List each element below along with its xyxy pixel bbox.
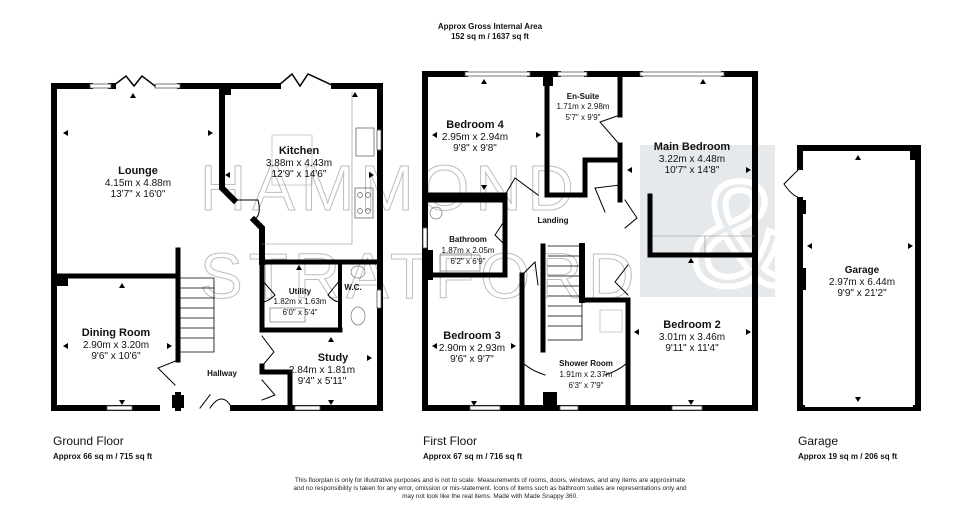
svg-text:2.84m x 1.81m: 2.84m x 1.81m <box>289 365 355 376</box>
svg-text:9'9" x 21'2": 9'9" x 21'2" <box>837 288 887 299</box>
garage-area: Approx 19 sq m / 206 sq ft <box>798 452 898 461</box>
room-lounge: Lounge 4.15m x 4.88m 13'7" x 16'0" <box>105 165 171 200</box>
svg-text:Study: Study <box>318 352 349 364</box>
first-floor-label: First Floor <box>423 434 477 448</box>
room-main-bedroom: Main Bedroom 3.22m x 4.48m 10'7" x 14'8" <box>654 141 731 176</box>
gia-total: 152 sq m / 1637 sq ft <box>451 32 529 41</box>
svg-text:9'11" x 11'4": 9'11" x 11'4" <box>665 343 719 354</box>
svg-text:9'6" x 10'6": 9'6" x 10'6" <box>91 351 141 362</box>
svg-text:9'4" x 5'11": 9'4" x 5'11" <box>298 376 347 387</box>
room-landing: Landing <box>537 216 568 225</box>
svg-text:3.88m x 4.43m: 3.88m x 4.43m <box>266 158 332 169</box>
svg-text:6'3" x 7'9": 6'3" x 7'9" <box>569 381 604 390</box>
disclaimer-line-2: and no responsibility is taken for any e… <box>293 485 687 492</box>
room-en-suite: En-Suite 1.71m x 2.98m 5'7" x 9'9" <box>557 92 610 122</box>
svg-text:1.71m x 2.98m: 1.71m x 2.98m <box>557 102 610 111</box>
first-floor-plan <box>422 71 758 411</box>
room-dining-room: Dining Room 2.90m x 3.20m 9'6" x 10'6" <box>82 327 151 362</box>
disclaimer-line-3: may not look like the real items. Made w… <box>402 493 578 500</box>
room-garage: Garage 2.97m x 6.44m 9'9" x 21'2" <box>829 265 895 299</box>
svg-text:Bedroom 4: Bedroom 4 <box>446 119 504 131</box>
watermark-ampersand: & <box>690 149 790 317</box>
svg-text:6'0" x 5'4": 6'0" x 5'4" <box>283 308 318 317</box>
svg-text:3.22m x 4.48m: 3.22m x 4.48m <box>659 154 725 165</box>
dimension-arrows <box>63 79 913 406</box>
svg-text:Bedroom 2: Bedroom 2 <box>663 319 720 331</box>
svg-text:Garage: Garage <box>845 265 880 276</box>
room-wc: W.C. <box>344 283 361 292</box>
ground-stairs <box>180 277 215 353</box>
ground-floor-label: Ground Floor <box>53 434 124 448</box>
svg-text:6'2" x 6'9": 6'2" x 6'9" <box>451 257 486 266</box>
svg-text:3.01m x 3.46m: 3.01m x 3.46m <box>659 332 725 343</box>
svg-text:1.91m x 2.37m: 1.91m x 2.37m <box>560 370 613 379</box>
svg-text:En-Suite: En-Suite <box>567 92 600 101</box>
ground-floor-area: Approx 66 sq m / 715 sq ft <box>53 452 153 461</box>
svg-text:Hallway: Hallway <box>207 369 237 378</box>
svg-text:Dining Room: Dining Room <box>82 327 151 339</box>
svg-text:Shower Room: Shower Room <box>559 359 613 368</box>
room-labels: Lounge 4.15m x 4.88m 13'7" x 16'0" Kitch… <box>82 92 895 390</box>
svg-text:Main Bedroom: Main Bedroom <box>654 141 731 153</box>
svg-text:Bathroom: Bathroom <box>449 235 487 244</box>
room-kitchen: Kitchen 3.88m x 4.43m 12'9" x 14'6" <box>266 145 332 180</box>
svg-text:4.15m x 4.88m: 4.15m x 4.88m <box>105 178 171 189</box>
room-shower-room: Shower Room 1.91m x 2.37m 6'3" x 7'9" <box>559 359 613 390</box>
svg-text:2.97m x 6.44m: 2.97m x 6.44m <box>829 277 895 288</box>
room-bedroom-2: Bedroom 2 3.01m x 3.46m 9'11" x 11'4" <box>659 319 725 354</box>
room-bathroom: Bathroom 1.87m x 2.05m 6'2" x 6'9" <box>442 235 495 266</box>
room-utility: Utility 1.82m x 1.63m 6'0" x 5'4" <box>274 287 327 317</box>
gross-internal-area: Approx Gross Internal Area 152 sq m / 16… <box>0 22 980 42</box>
disclaimer-line-1: This floorplan is only for illustrative … <box>294 477 686 484</box>
room-hallway: Hallway <box>207 369 237 378</box>
svg-text:13'7" x 16'0": 13'7" x 16'0" <box>111 189 166 200</box>
gia-title: Approx Gross Internal Area <box>437 22 543 31</box>
room-bedroom-4: Bedroom 4 2.95m x 2.94m 9'8" x 9'8" <box>442 119 508 154</box>
svg-text:2.90m x 2.93m: 2.90m x 2.93m <box>439 343 505 354</box>
watermark: HAMMOND STRATFORD & <box>200 145 793 320</box>
svg-text:9'8" x 9'8": 9'8" x 9'8" <box>453 143 497 154</box>
room-study: Study 2.84m x 1.81m 9'4" x 5'11" <box>289 352 355 387</box>
svg-text:5'7" x 9'9": 5'7" x 9'9" <box>566 113 601 122</box>
svg-text:Landing: Landing <box>537 216 568 225</box>
svg-text:W.C.: W.C. <box>344 283 361 292</box>
svg-text:Utility: Utility <box>289 287 312 296</box>
room-bedroom-3: Bedroom 3 2.90m x 2.93m 9'6" x 9'7" <box>439 330 505 365</box>
svg-text:Kitchen: Kitchen <box>279 145 320 157</box>
svg-text:2.90m x 3.20m: 2.90m x 3.20m <box>83 340 149 351</box>
ground-floor-plan <box>51 72 383 411</box>
svg-text:Lounge: Lounge <box>118 165 158 177</box>
disclaimer: This floorplan is only for illustrative … <box>250 477 730 501</box>
svg-text:9'6" x 9'7": 9'6" x 9'7" <box>450 354 494 365</box>
first-floor-area: Approx 67 sq m / 716 sq ft <box>423 452 523 461</box>
svg-text:1.87m x 2.05m: 1.87m x 2.05m <box>442 246 495 255</box>
svg-text:2.95m x 2.94m: 2.95m x 2.94m <box>442 132 508 143</box>
garage-plan <box>783 145 921 411</box>
garage-label: Garage <box>798 434 839 448</box>
svg-text:Bedroom 3: Bedroom 3 <box>443 330 500 342</box>
watermark-line1: HAMMOND <box>200 152 580 224</box>
svg-text:12'9" x 14'6": 12'9" x 14'6" <box>272 169 327 180</box>
svg-text:10'7" x 14'8": 10'7" x 14'8" <box>665 165 720 176</box>
svg-text:1.82m x 1.63m: 1.82m x 1.63m <box>274 297 327 306</box>
